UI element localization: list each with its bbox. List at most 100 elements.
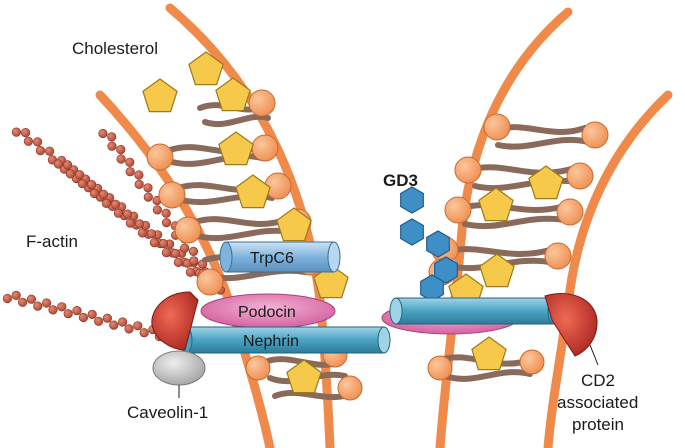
actin-bead bbox=[23, 136, 33, 146]
actin-bead bbox=[135, 219, 145, 229]
cholesterol-pentagon bbox=[276, 207, 312, 242]
actin-bead bbox=[137, 228, 147, 238]
actin-bead bbox=[134, 179, 144, 189]
actin-bead bbox=[133, 321, 143, 331]
gd3-hexagon bbox=[434, 256, 458, 284]
cholesterol-label: Cholesterol bbox=[72, 39, 158, 58]
actin-bead bbox=[72, 306, 82, 316]
actin-bead bbox=[102, 313, 112, 323]
actin-bead bbox=[109, 320, 119, 330]
actin-bead bbox=[17, 297, 28, 307]
actin-bead bbox=[188, 246, 199, 256]
actin-bead bbox=[11, 290, 21, 301]
actin-bead bbox=[33, 301, 43, 311]
gd3-hexagon bbox=[400, 218, 424, 246]
actin-bead bbox=[143, 192, 153, 202]
actin-bead bbox=[125, 167, 135, 177]
nephrin-protein-left bbox=[179, 326, 391, 354]
actin-bead bbox=[44, 146, 55, 156]
actin-bead bbox=[161, 248, 171, 258]
actin-bead bbox=[173, 257, 183, 268]
actin-bead bbox=[180, 243, 190, 253]
gd3-ganglioside bbox=[400, 186, 458, 302]
actin-bead bbox=[185, 267, 195, 277]
cholesterol-pentagon bbox=[313, 264, 349, 299]
cholesterol-pentagon bbox=[528, 165, 564, 200]
f-actin-label: F-actin bbox=[26, 232, 78, 251]
gd3-label: GD3 bbox=[383, 171, 418, 190]
actin-bead bbox=[122, 209, 133, 219]
nephrin-protein-right bbox=[389, 297, 561, 325]
actin-bead bbox=[65, 169, 75, 179]
actin-bead bbox=[171, 248, 181, 259]
cholesterol-pentagon bbox=[188, 51, 224, 86]
actin-bead bbox=[32, 137, 43, 147]
actin-bead bbox=[143, 183, 153, 193]
actin-bead bbox=[149, 238, 159, 248]
cholesterol-pentagon bbox=[471, 336, 507, 371]
gd3-hexagon bbox=[420, 274, 444, 302]
actin-bead bbox=[107, 132, 117, 142]
actin-bead bbox=[89, 188, 99, 199]
trpc6-channel bbox=[219, 241, 341, 273]
cd2ap-label-line1: CD2 bbox=[581, 371, 615, 390]
actin-bead bbox=[35, 146, 46, 156]
gd3-hexagon bbox=[426, 230, 450, 258]
actin-bead bbox=[107, 141, 117, 151]
cholesterol-pentagon bbox=[142, 78, 178, 113]
cd2ap-pointer-line bbox=[589, 344, 599, 366]
actin-bead bbox=[20, 128, 31, 138]
cholesterol-pentagon bbox=[479, 253, 515, 288]
actin-bead bbox=[189, 256, 199, 266]
right-membrane bbox=[435, 7, 673, 448]
actin-bead bbox=[93, 316, 104, 326]
actin-bead bbox=[134, 170, 144, 180]
caveolin-1-label: Caveolin-1 bbox=[127, 403, 208, 422]
cholesterol-molecules bbox=[142, 51, 564, 394]
actin-bead bbox=[63, 309, 73, 319]
actin-bead bbox=[78, 312, 88, 323]
cholesterol-pentagon bbox=[235, 174, 271, 209]
cd2ap-label-line2: associated bbox=[557, 393, 638, 412]
actin-bead bbox=[147, 229, 157, 239]
cholesterol-pentagon bbox=[215, 77, 251, 112]
nephrin-label: Nephrin bbox=[243, 333, 299, 350]
podocin-label: Podocin bbox=[238, 304, 296, 321]
actin-bead bbox=[152, 205, 162, 215]
actin-bead bbox=[117, 317, 128, 327]
actin-bead bbox=[57, 302, 67, 312]
actin-bead bbox=[26, 294, 36, 304]
actin-bead bbox=[161, 208, 171, 218]
actin-bead bbox=[77, 179, 87, 189]
cd2ap-protein-left bbox=[151, 291, 199, 351]
actin-bead bbox=[48, 305, 58, 315]
actin-bead bbox=[87, 309, 97, 320]
actin-bead bbox=[62, 160, 73, 170]
cholesterol-pentagon bbox=[286, 359, 322, 394]
actin-bead bbox=[116, 154, 126, 164]
actin-bead bbox=[98, 189, 109, 199]
cholesterol-pentagon bbox=[478, 187, 514, 222]
actin-bead bbox=[2, 293, 13, 304]
actin-bead bbox=[161, 218, 172, 228]
actin-bead bbox=[98, 128, 108, 139]
actin-bead bbox=[116, 145, 126, 155]
actin-bead bbox=[110, 199, 121, 209]
actin-bead bbox=[139, 328, 149, 338]
actin-bead bbox=[125, 218, 135, 228]
actin-bead bbox=[86, 180, 97, 190]
actin-bead bbox=[125, 157, 135, 167]
cd2ap-protein-right bbox=[544, 292, 598, 357]
trpc6-label: TrpC6 bbox=[250, 250, 294, 267]
actin-bead bbox=[11, 127, 21, 137]
actin-bead bbox=[53, 159, 64, 169]
actin-bead bbox=[113, 208, 123, 218]
cholesterol-pentagon bbox=[218, 131, 254, 166]
actin-bead bbox=[74, 170, 85, 180]
actin-bead bbox=[101, 198, 111, 208]
actin-bead bbox=[159, 239, 169, 249]
actin-bead bbox=[124, 324, 134, 334]
gd3-hexagon bbox=[400, 186, 424, 214]
